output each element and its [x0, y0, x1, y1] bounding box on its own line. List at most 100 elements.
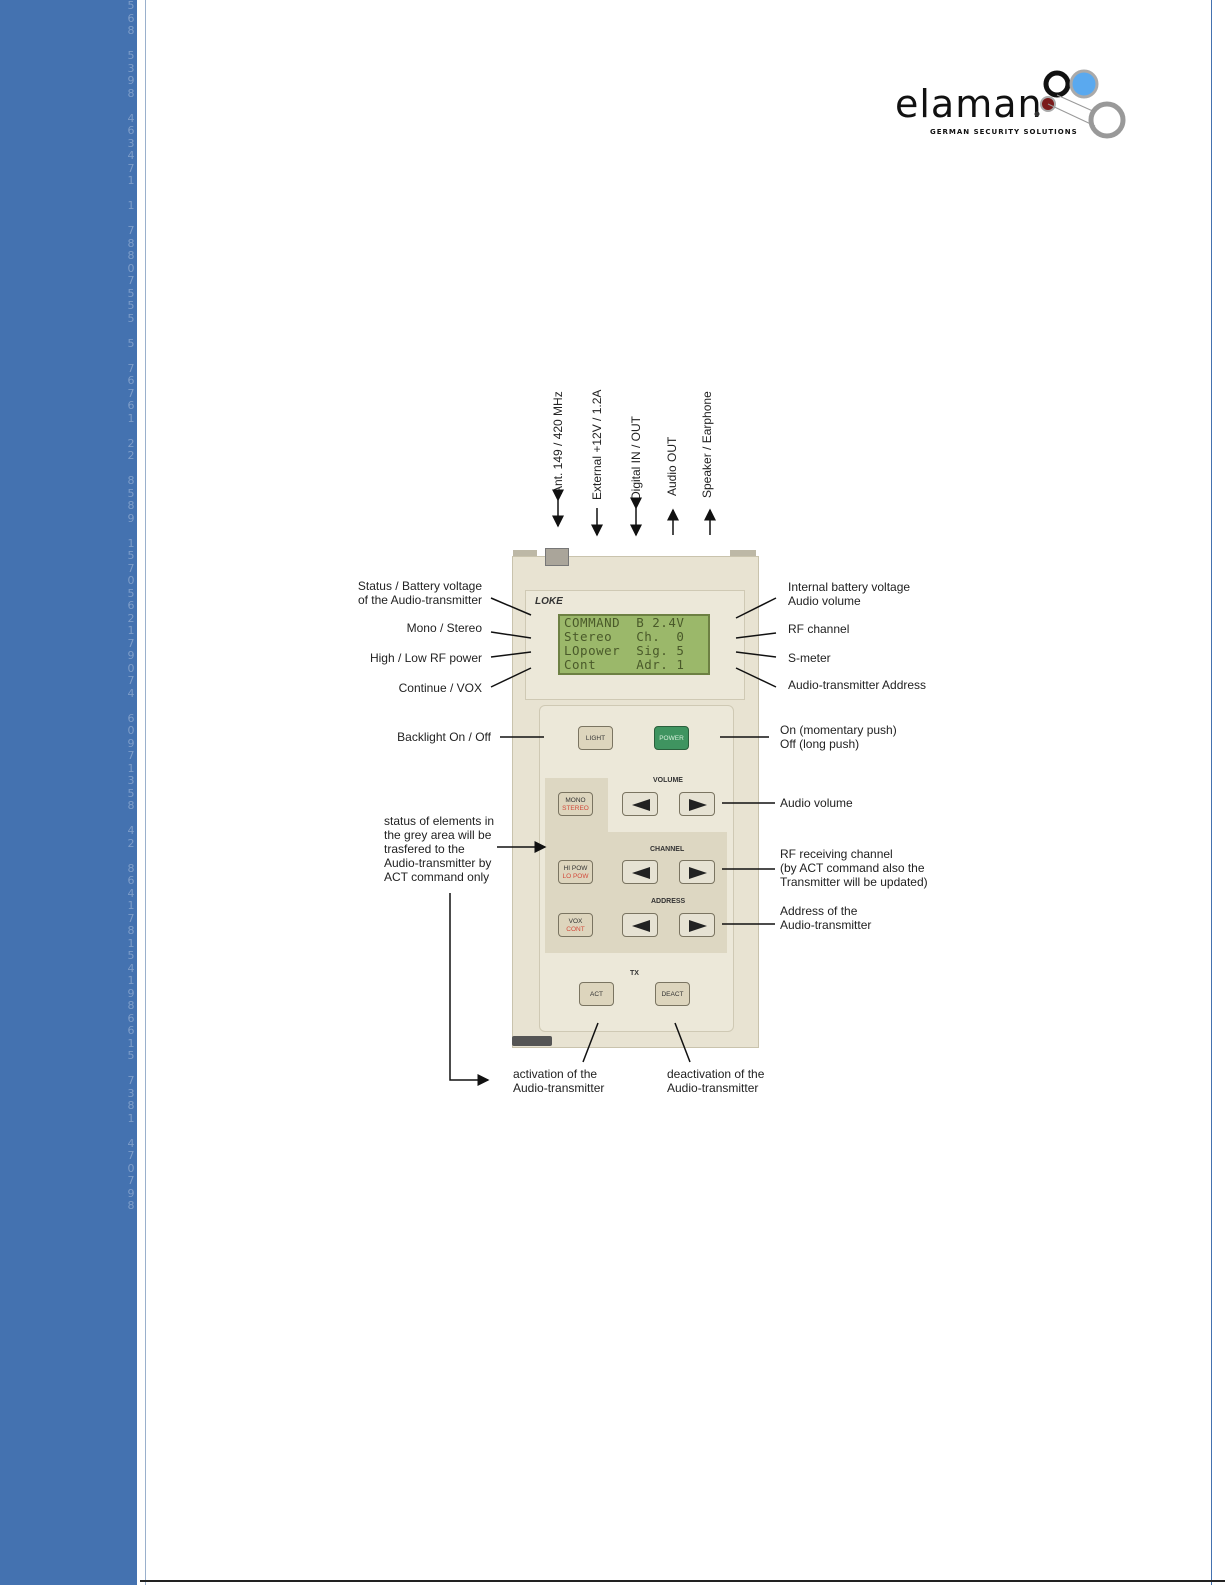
lcd-line: Cont Adr. 1: [564, 657, 685, 672]
sidebar-digit: 5: [127, 549, 135, 562]
sidebar-digit: 6: [127, 599, 135, 612]
sidebar-digit: 9: [127, 1186, 135, 1200]
vox-label: VOX: [568, 918, 583, 925]
sidebar-digit: 6: [127, 374, 135, 387]
sidebar-digit: 5: [127, 299, 135, 312]
sidebar-digit: 1: [127, 1036, 135, 1050]
channel-down-button[interactable]: [622, 860, 658, 884]
sidebar-digit: 0: [127, 1161, 135, 1175]
sidebar-digit: 8: [127, 236, 135, 250]
sidebar-digit: 7: [127, 161, 135, 175]
arrow-left-icon: [632, 920, 650, 932]
channel-up-button[interactable]: [679, 860, 715, 884]
sidebar-digit: 7: [127, 636, 135, 650]
sidebar-digit: 8: [127, 86, 135, 100]
sidebar-digit: 5: [127, 1049, 135, 1062]
address-up-button[interactable]: [679, 913, 715, 937]
volume-up-button[interactable]: [679, 792, 715, 816]
right-rule: [1211, 0, 1212, 1585]
volume-section-label: VOLUME: [653, 777, 683, 784]
sidebar-digit: 6: [127, 874, 135, 887]
sidebar-digit: 7: [127, 386, 135, 400]
sidebar-digit: 1: [127, 1111, 135, 1125]
sidebar-digit: 2: [127, 449, 135, 462]
sidebar-digit: 0: [127, 574, 135, 587]
sidebar-digit: 5: [127, 0, 135, 12]
sidebar-digit: 9: [127, 649, 135, 662]
sidebar-digit: 1: [127, 899, 135, 912]
sidebar-digit: 7: [127, 749, 135, 762]
sidebar-digit: 5: [127, 336, 135, 350]
sidebar-digit: 2: [127, 436, 135, 450]
sidebar-digit: 5: [127, 486, 135, 500]
sidebar-digit: 4: [127, 886, 135, 900]
address-down-button[interactable]: [622, 913, 658, 937]
sidebar-digit: 8: [127, 1199, 135, 1212]
sidebar-digit: 8: [127, 799, 135, 812]
arrow-right-icon: [689, 799, 707, 811]
device-brand: LOKE: [535, 596, 563, 607]
sidebar-digit: 4: [127, 149, 135, 162]
sidebar-digit: 2: [127, 611, 135, 625]
act-button[interactable]: ACT: [579, 982, 614, 1006]
sidebar-digit: 9: [127, 986, 135, 1000]
sidebar-digit: 0: [127, 724, 135, 737]
sidebar-digit: 6: [127, 711, 135, 725]
light-button[interactable]: LIGHT: [578, 726, 613, 750]
sidebar-digit: 1: [127, 411, 135, 425]
sidebar-digit: 1: [127, 936, 135, 950]
continue-vox-label: Continue / VOX: [398, 681, 482, 695]
lcd-line: COMMAND B 2.4V: [564, 615, 685, 630]
sidebar-digit: 6: [127, 399, 135, 412]
sidebar-digit: 7: [127, 674, 135, 687]
power-button[interactable]: POWER: [654, 726, 689, 750]
arrow-right-icon: [689, 920, 707, 932]
address-section-label: ADDRESS: [651, 898, 686, 905]
lcd-display: COMMAND B 2.4V Stereo Ch. 0 LOpower Sig.…: [558, 614, 710, 675]
sidebar-digit: 8: [127, 24, 135, 37]
sidebar-digit: 3: [127, 1086, 135, 1100]
rf-channel-label: RF channel: [788, 622, 850, 636]
vox-cont-button[interactable]: VOX CONT: [558, 913, 593, 937]
sidebar-digit: 8: [127, 861, 135, 875]
sidebar-digit: 8: [127, 999, 135, 1012]
lopow-label: LO POW: [562, 873, 589, 880]
sidebar-digit: 5: [127, 786, 135, 800]
rf-power-label: High / Low RF power: [369, 651, 482, 665]
sidebar-digit: 7: [127, 224, 135, 237]
logo-wordmark: elaman: [895, 82, 1043, 126]
bottom-rule: [140, 1580, 1225, 1582]
rf-power-button[interactable]: HI POW LO POW: [558, 860, 593, 884]
lcd-line: Stereo Ch. 0: [564, 629, 685, 644]
on-off-label: On (momentary push)Off (long push): [780, 723, 897, 751]
sidebar-digit: 8: [127, 499, 135, 512]
sidebar-digit: 6: [127, 124, 135, 137]
sidebar-digit: 8: [127, 474, 135, 487]
mono-stereo-button[interactable]: MONO STEREO: [558, 792, 593, 816]
sidebar-digit: 9: [127, 736, 135, 750]
arrow-right-icon: [689, 867, 707, 879]
sidebar-digit: 5: [127, 286, 135, 300]
sidebar-band: [0, 0, 137, 1585]
sidebar-digit: 7: [127, 911, 135, 925]
sidebar-digit: 1: [127, 199, 135, 212]
s-meter-label: S-meter: [788, 651, 831, 665]
sidebar-digit: 4: [127, 1136, 135, 1150]
deact-button[interactable]: DEACT: [655, 982, 690, 1006]
sidebar-digit: 5: [127, 49, 135, 62]
volume-down-button[interactable]: [622, 792, 658, 816]
logo-tagline: GERMAN SECURITY SOLUTIONS: [930, 128, 1078, 136]
sidebar-digit: 0: [127, 261, 135, 275]
sidebar-digit: 3: [127, 136, 135, 150]
logo-circles-icon: [1034, 69, 1126, 139]
audio-volume-label: Audio volume: [780, 796, 853, 810]
elaman-logo: elaman GERMAN SECURITY SOLUTIONS: [895, 62, 1135, 147]
sidebar-digit: 5: [127, 586, 135, 600]
stereo-label: STEREO: [562, 805, 589, 812]
